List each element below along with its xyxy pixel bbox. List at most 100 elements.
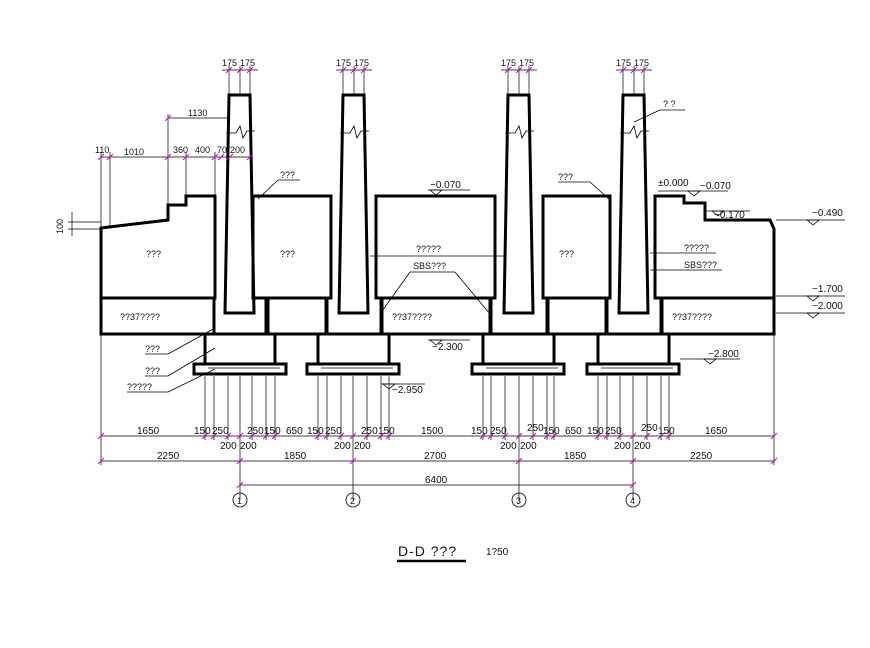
r1-14: 150: [543, 426, 560, 437]
label-fl2: ???: [145, 366, 160, 376]
r2-1: 1850: [284, 451, 307, 462]
elev-m2000: −2.000: [812, 301, 843, 312]
label-q5-right: ?????: [684, 243, 709, 253]
col1-w-left: 175: [222, 58, 237, 68]
col2-w-right: 175: [354, 58, 369, 68]
r2-0: 2250: [157, 451, 180, 462]
label-sbs-right: SBS???: [684, 260, 717, 270]
column-3: [470, 93, 566, 376]
col4-w-right: 175: [634, 58, 649, 68]
r1b-4: 200: [500, 441, 517, 452]
elev-m2950: −2.950: [392, 385, 423, 396]
label-col3: ???: [558, 172, 573, 182]
r1-2: 250: [212, 426, 229, 437]
dim-400: 400: [195, 145, 210, 155]
r1-4: 150: [264, 426, 281, 437]
r1b-1: 200: [240, 441, 257, 452]
col2-w-left: 175: [336, 58, 351, 68]
r1-9: 150: [378, 426, 395, 437]
label-slab2: ???: [280, 249, 295, 259]
label-col1: ???: [280, 170, 295, 180]
r2-3: 1850: [564, 451, 587, 462]
top-dimension-lines: [68, 66, 652, 236]
bottom-dimension-lines: [97, 334, 778, 508]
r1-1: 150: [194, 426, 211, 437]
label-base2: ??37????: [392, 312, 432, 322]
top-dim-labels: 1130 110 1010 360 400 70 200 100: [55, 108, 245, 234]
label-slab3: ???: [559, 249, 574, 259]
bottom-row1-labels: 1650 150 250 250 150 650 150 250 250 150…: [137, 423, 728, 437]
r1b-0: 200: [220, 441, 237, 452]
r1-6: 150: [307, 426, 324, 437]
material-labels: ? ? ??? ??? ??? ??? ??? ????? SBS??? ???…: [120, 99, 717, 392]
r1-5: 650: [286, 426, 303, 437]
elev-m0490: −0.490: [812, 208, 843, 219]
r1b-2: 200: [334, 441, 351, 452]
axis-3: 3: [516, 496, 521, 506]
label-slab1: ???: [146, 249, 161, 259]
r1-20: 1650: [705, 426, 728, 437]
bottom-row1b-labels: 200 200 200 200 200 200 200 200: [220, 441, 651, 452]
bottom-row2-labels: 2250 1850 2700 1850 2250 6400: [157, 451, 713, 486]
elev-m0070-mid: −0.070: [430, 180, 461, 191]
axis-1: 1: [237, 496, 242, 506]
r1-8: 250: [361, 426, 378, 437]
column-2: [305, 93, 401, 376]
r1b-3: 200: [354, 441, 371, 452]
label-fl3: ?????: [127, 382, 152, 392]
dim-1010: 1010: [124, 147, 144, 157]
drawing-title: D-D ???: [398, 543, 457, 559]
axis-2: 2: [350, 496, 355, 506]
dim-200: 200: [230, 145, 245, 155]
elev-m1700: −1.700: [812, 284, 843, 295]
r1-12: 250: [490, 426, 507, 437]
break-marks: [226, 124, 649, 140]
r1b-7: 200: [634, 441, 651, 452]
elev-pm0000: ±0.000: [658, 178, 689, 189]
r1-7: 250: [325, 426, 342, 437]
axis-labels: 1 2 3 4: [237, 496, 635, 506]
column-4: [585, 93, 681, 376]
elev-m0070-right: −0.070: [700, 181, 731, 192]
r1-16: 150: [587, 426, 604, 437]
col3-w-left: 175: [501, 58, 516, 68]
drawing-scale: 1?50: [486, 547, 509, 558]
elev-m0170: −0.170: [714, 210, 745, 221]
r1b-6: 200: [614, 441, 631, 452]
dim-110: 110: [95, 145, 109, 155]
label-fl1: ???: [145, 344, 160, 354]
label-base3: ??37????: [672, 312, 712, 322]
dim-1130: 1130: [188, 108, 207, 118]
col3-w-right: 175: [519, 58, 534, 68]
r1-17: 250: [605, 426, 622, 437]
dim-360: 360: [173, 145, 188, 155]
r1-19: 150: [658, 426, 675, 437]
r2-4: 2250: [690, 451, 713, 462]
dim-100: 100: [55, 219, 65, 234]
elevation-labels: −0.070 ±0.000 −0.070 −0.170 −0.490 −1.70…: [392, 178, 843, 396]
label-sbs-mid: SBS???: [413, 261, 446, 271]
label-top-right: ? ?: [663, 99, 676, 109]
label-base1: ??37????: [120, 312, 160, 322]
elev-m2300: −2.300: [432, 342, 463, 353]
dim-70: 70: [217, 145, 227, 155]
r1-0: 1650: [137, 426, 160, 437]
r1-15: 650: [565, 426, 582, 437]
elev-m2800: −2.800: [708, 349, 739, 360]
r1-10: 1500: [421, 426, 444, 437]
r1-13: 250: [527, 423, 544, 434]
column-1: [192, 93, 288, 376]
col1-w-right: 175: [240, 58, 255, 68]
r1-18: 250: [641, 423, 658, 434]
r1-3: 250: [247, 426, 264, 437]
label-q5-mid: ?????: [416, 244, 441, 254]
column-width-labels: 175 175 175 175 175 175 175 175: [222, 58, 649, 68]
axis-4: 4: [630, 496, 635, 506]
r3-0: 6400: [425, 475, 448, 486]
col4-w-left: 175: [616, 58, 631, 68]
r2-2: 2700: [424, 451, 447, 462]
r1-11: 150: [471, 426, 488, 437]
leaders: [127, 109, 845, 393]
r1b-5: 200: [520, 441, 537, 452]
